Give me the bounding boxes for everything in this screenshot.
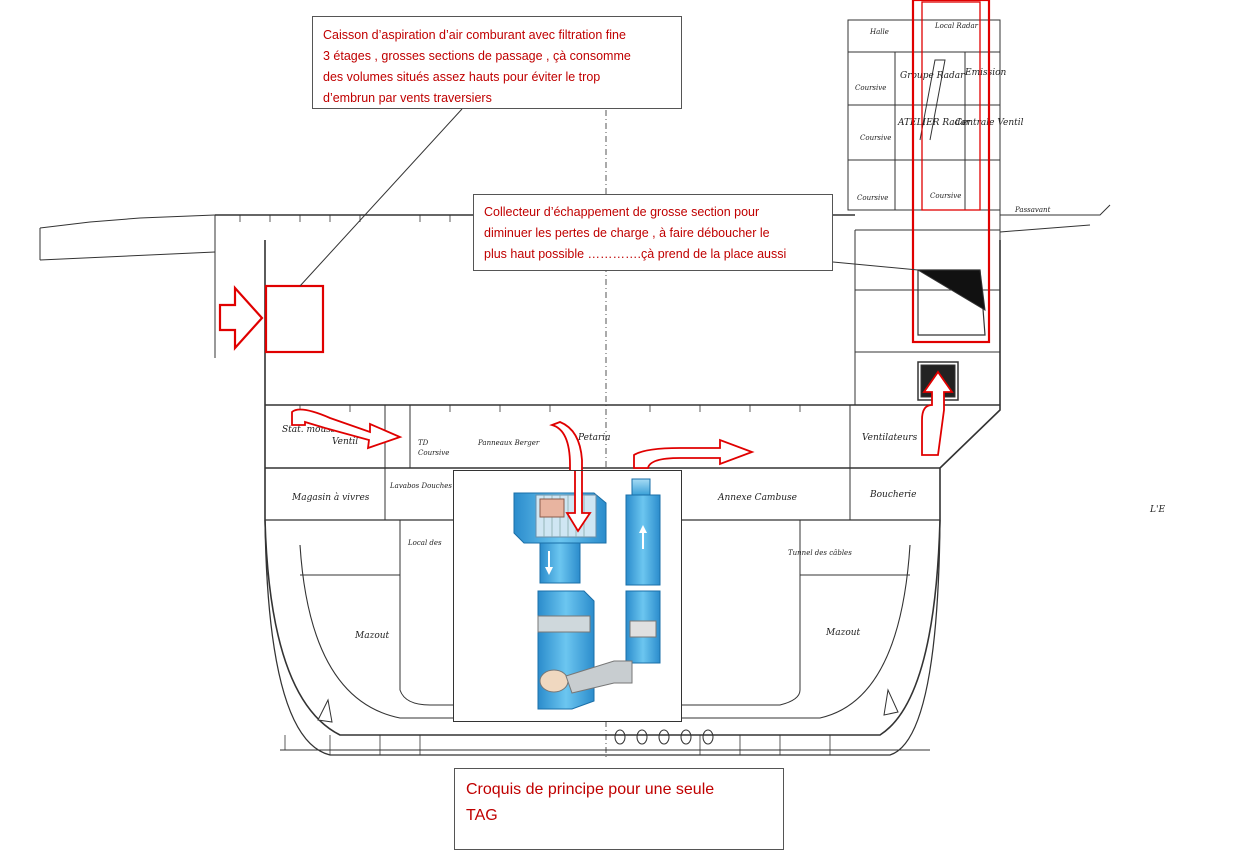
- label-passavant: Passavant: [1014, 206, 1051, 214]
- label-petaria: Petaria: [577, 433, 611, 443]
- label-mazout-left: Mazout: [354, 631, 390, 641]
- label-local-des: Local des: [407, 539, 442, 547]
- tag-principle-sketch: [453, 470, 682, 722]
- callout-intake-line-4: d’embrun par vents traversiers: [323, 91, 492, 105]
- callout-intake-line-2: 3 étages , grosses sections de passage ,…: [323, 49, 631, 63]
- exhaust-arrow-up: [921, 370, 954, 456]
- callout-sketch-caption: Croquis de principe pour une seule TAG: [454, 768, 784, 850]
- label-ventil: Ventil: [332, 437, 358, 447]
- callout-exhaust-collector: Collecteur d’échappement de grosse secti…: [473, 194, 833, 271]
- label-local-radar: Local Radar: [934, 22, 979, 30]
- label-boucherie: Boucherie: [869, 490, 917, 500]
- label-atelier-radar: ATELIER Radar: [897, 118, 971, 128]
- label-groupe-radar: Groupe Radar: [900, 71, 965, 81]
- callout-sketch-line-2: TAG: [466, 807, 498, 824]
- callout-sketch-line-1: Croquis de principe pour une seule: [466, 781, 715, 798]
- margin-label: L'E: [1149, 505, 1165, 515]
- callout-intake-caisson: Caisson d’aspiration d’air comburant ave…: [312, 16, 682, 109]
- label-annexe-cambuse: Annexe Cambuse: [717, 493, 797, 503]
- label-mazout-right: Mazout: [825, 628, 861, 638]
- intake-arrow: [218, 285, 264, 351]
- exhaust-collector-outer: [911, 0, 991, 344]
- label-magasin-vivres: Magasin à vivres: [291, 492, 370, 503]
- callout-intake-line-1: Caisson d’aspiration d’air comburant ave…: [323, 28, 626, 42]
- label-tunnel-cables: Tunnel des câbles: [788, 549, 852, 557]
- airflow-arrow-right: [633, 438, 755, 469]
- callout-exhaust-line-2: diminuer les pertes de charge , à faire …: [484, 226, 770, 240]
- label-coursive-2: Coursive: [860, 134, 891, 142]
- label-coursive-3: Coursive: [857, 194, 888, 202]
- callout-exhaust-line-1: Collecteur d’échappement de grosse secti…: [484, 205, 760, 219]
- label-lavabos-douches: Lavabos Douches Mécaniciens: [389, 482, 499, 490]
- intake-caisson-box: [264, 284, 325, 354]
- label-emission: Emission: [964, 68, 1007, 78]
- label-coursive-1: Coursive: [855, 84, 886, 92]
- exhaust-collector-inner: [921, 1, 981, 211]
- callout-intake-line-3: des volumes situés assez hauts pour évit…: [323, 70, 601, 84]
- label-ventilateurs: Ventilateurs: [862, 433, 918, 443]
- airflow-arrow-left: [291, 408, 403, 450]
- label-station-mousse: Stat. mousse: [282, 425, 341, 435]
- label-coursive-td: Coursive: [418, 449, 449, 457]
- label-td: TD: [418, 439, 429, 447]
- label-panneaux-berger: Panneaux Berger: [477, 439, 540, 447]
- label-coursive-4: Coursive: [930, 192, 961, 200]
- label-halle: Halle: [869, 28, 889, 36]
- callout-exhaust-line-3: plus haut possible ………….çà prend de la p…: [484, 247, 787, 261]
